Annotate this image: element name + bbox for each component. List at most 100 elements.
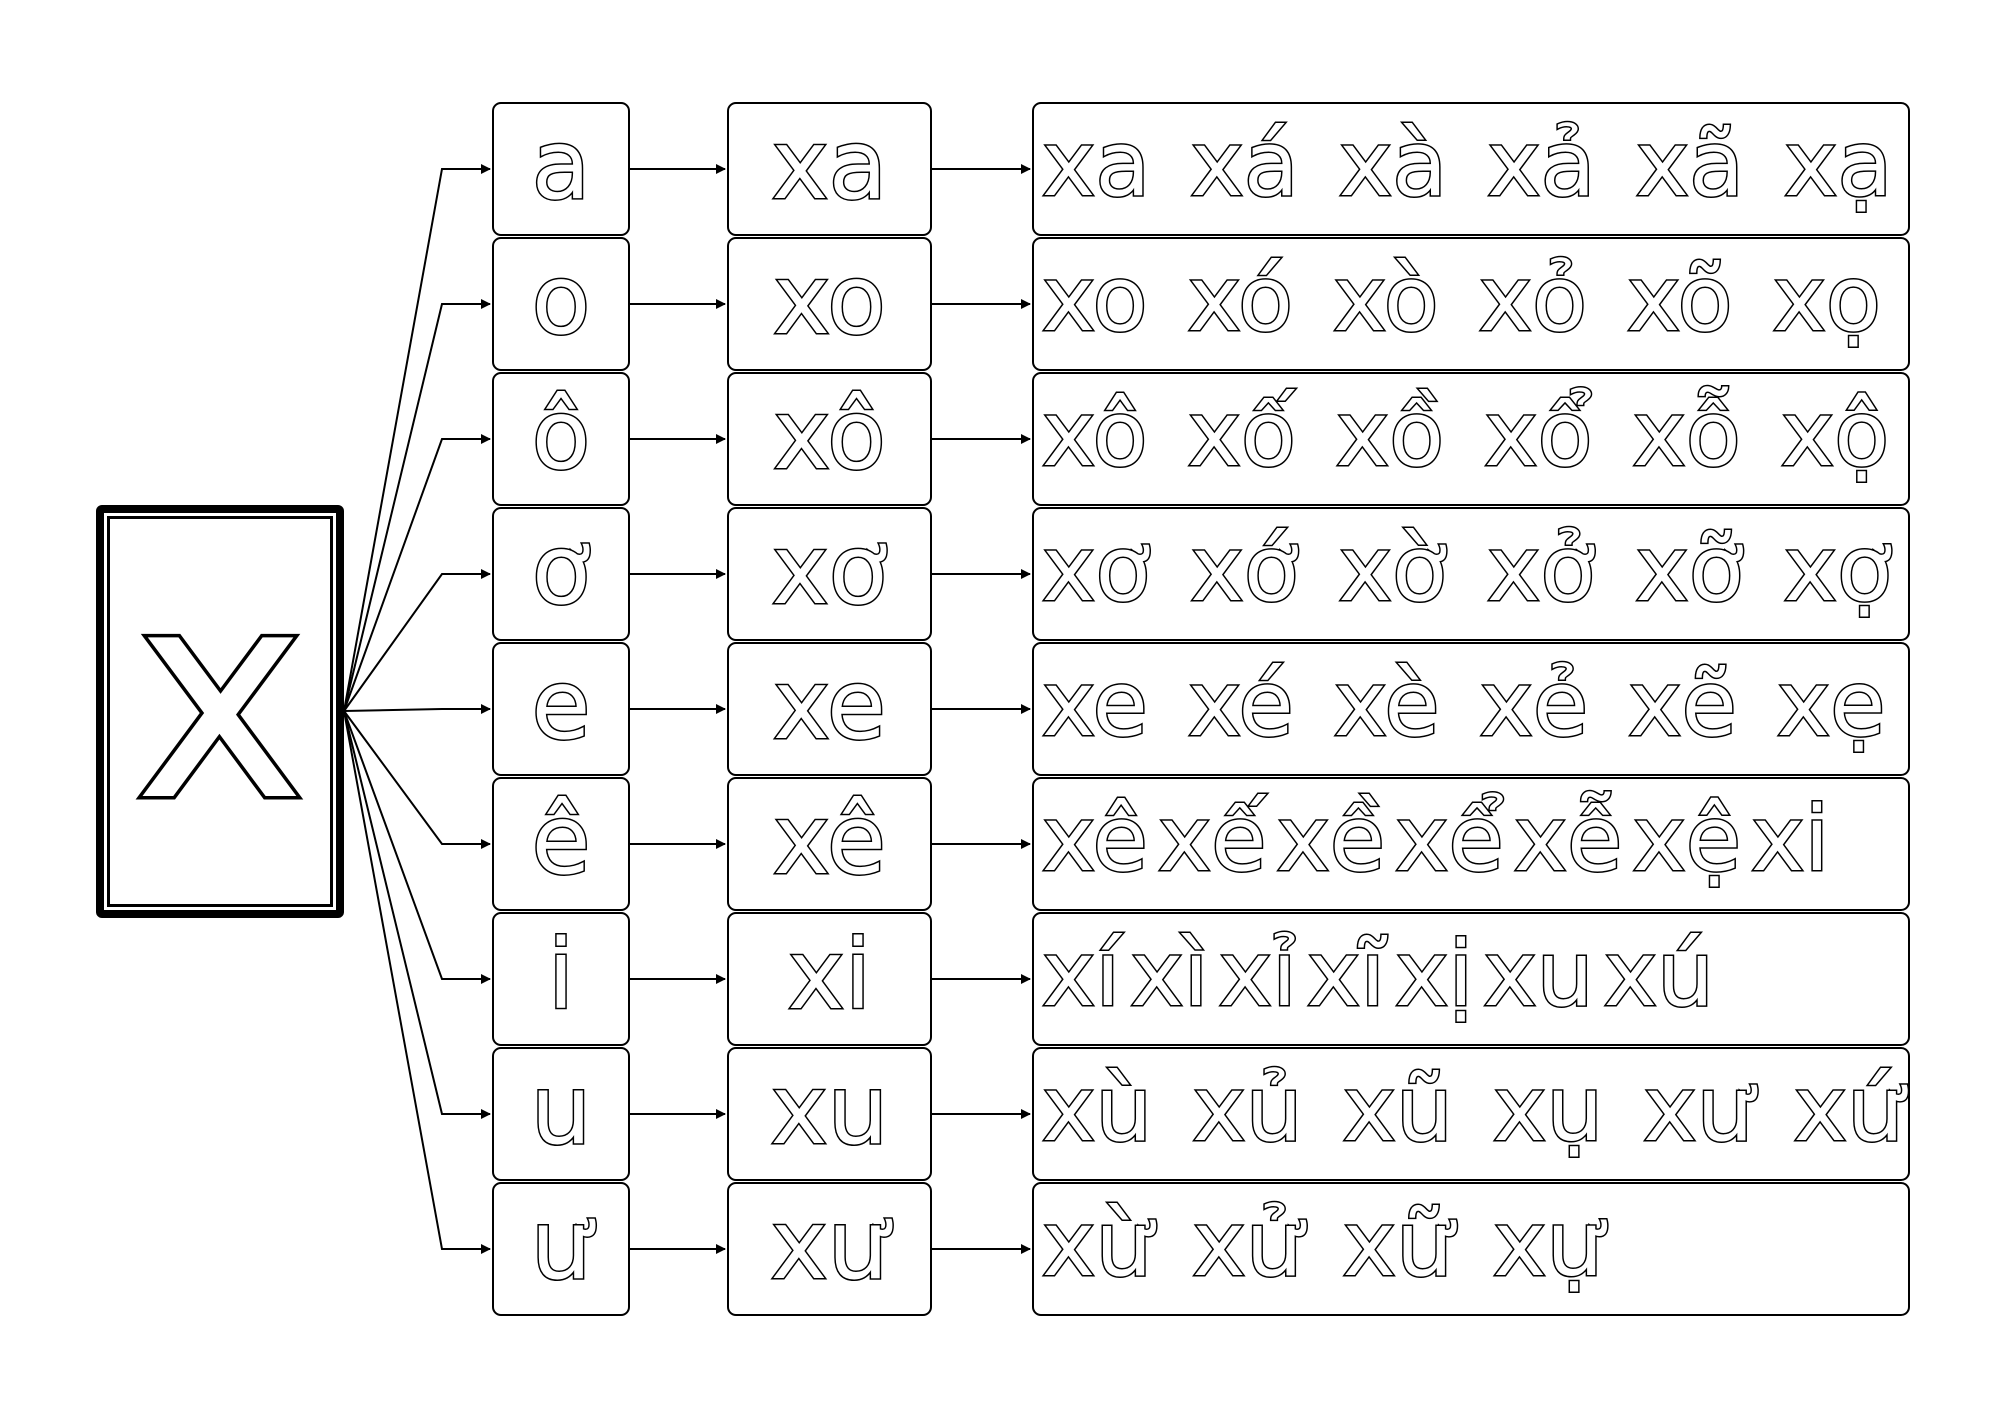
syllable-box: xư bbox=[727, 1182, 932, 1316]
tone-word: xư bbox=[1642, 1057, 1755, 1162]
tone-word: xế bbox=[1156, 787, 1268, 892]
syllable-label: xo bbox=[772, 244, 888, 356]
tone-word: xồ bbox=[1334, 382, 1445, 487]
tone-word: xố bbox=[1186, 382, 1297, 487]
tone-word: xữ bbox=[1341, 1192, 1454, 1297]
tone-word: xẹ bbox=[1775, 652, 1887, 757]
syllable-label: xê bbox=[772, 784, 888, 896]
tone-word: xớ bbox=[1189, 517, 1300, 622]
vowel-label: ô bbox=[530, 379, 592, 491]
syllable-box: xô bbox=[727, 372, 932, 506]
syllable-box: xo bbox=[727, 237, 932, 371]
syllable-box: xu bbox=[727, 1047, 932, 1181]
tone-word: xừ bbox=[1040, 1192, 1153, 1297]
syllable-label: xe bbox=[772, 649, 888, 761]
vowel-box: u bbox=[492, 1047, 630, 1181]
vowel-label: u bbox=[529, 1054, 593, 1166]
fan-arrow bbox=[343, 164, 491, 712]
vowel-box: ê bbox=[492, 777, 630, 911]
syllable-box: xê bbox=[727, 777, 932, 911]
vowel-label: i bbox=[546, 919, 576, 1031]
tone-word: xẽ bbox=[1627, 652, 1739, 757]
tone-word: xộ bbox=[1779, 382, 1890, 487]
tone-word: xợ bbox=[1782, 517, 1893, 622]
vowel-box: ô bbox=[492, 372, 630, 506]
vowel-box: a bbox=[492, 102, 630, 236]
tone-word: xe bbox=[1041, 652, 1150, 757]
vowel-box: ơ bbox=[492, 507, 630, 641]
vowel-box: o bbox=[492, 237, 630, 371]
tone-word: xí bbox=[1040, 922, 1121, 1027]
tone-word: xổ bbox=[1483, 382, 1594, 487]
tone-word: xệ bbox=[1631, 787, 1743, 892]
vowel-box: i bbox=[492, 912, 630, 1046]
tone-word: xỗ bbox=[1631, 382, 1742, 487]
tone-word: xô bbox=[1041, 382, 1150, 487]
tone-word: xĩ bbox=[1305, 922, 1386, 1027]
tone-word: xụ bbox=[1491, 1057, 1604, 1162]
fan-arrow bbox=[343, 704, 491, 714]
tone-word: xỉ bbox=[1217, 922, 1298, 1027]
tone-word: xễ bbox=[1512, 787, 1624, 892]
tone-word: xở bbox=[1485, 517, 1596, 622]
tone-word: xứ bbox=[1792, 1057, 1905, 1162]
syllable-label: xơ bbox=[770, 514, 889, 626]
tone-word: xã bbox=[1634, 112, 1745, 217]
syllable-box: xa bbox=[727, 102, 932, 236]
tone-word: xè bbox=[1332, 652, 1441, 757]
tone-word: xỏ bbox=[1477, 247, 1588, 352]
tone-word: xé bbox=[1186, 652, 1295, 757]
tone-word: xó bbox=[1186, 247, 1295, 352]
syllable-label: xu bbox=[769, 1054, 890, 1166]
vowel-box: ư bbox=[492, 1182, 630, 1316]
tone-word: xu bbox=[1482, 922, 1595, 1027]
syllable-label: xư bbox=[769, 1189, 890, 1301]
syllable-box: xi bbox=[727, 912, 932, 1046]
tone-word: xa bbox=[1040, 112, 1151, 217]
tone-word: xi bbox=[1750, 787, 1831, 892]
tone-word: xũ bbox=[1341, 1057, 1454, 1162]
tone-word: xỡ bbox=[1634, 517, 1745, 622]
tone-word: xo bbox=[1041, 247, 1150, 352]
fan-arrow bbox=[343, 710, 491, 1254]
tone-word: xõ bbox=[1626, 247, 1735, 352]
fan-arrow bbox=[343, 434, 491, 712]
tone-word: xò bbox=[1332, 247, 1441, 352]
syllable-label: xô bbox=[772, 379, 888, 491]
tone-word: xù bbox=[1040, 1057, 1153, 1162]
syllable-box: xe bbox=[727, 642, 932, 776]
fan-arrow bbox=[343, 569, 491, 712]
tone-word: xọ bbox=[1771, 247, 1882, 352]
syllable-label: xa bbox=[770, 109, 889, 221]
fan-arrow bbox=[343, 299, 491, 712]
tone-word: xờ bbox=[1337, 517, 1448, 622]
fan-arrow bbox=[343, 710, 491, 1119]
tone-word: xủ bbox=[1191, 1057, 1304, 1162]
consonant-box: x bbox=[96, 505, 344, 918]
tone-word: xì bbox=[1129, 922, 1210, 1027]
tone-word: xự bbox=[1491, 1192, 1604, 1297]
tone-word: xề bbox=[1275, 787, 1387, 892]
tone-word: xử bbox=[1191, 1192, 1304, 1297]
vowel-label: ơ bbox=[530, 514, 592, 626]
vowel-label: e bbox=[530, 649, 592, 761]
syllable-box: xơ bbox=[727, 507, 932, 641]
vowel-label: a bbox=[530, 109, 592, 221]
fan-arrow bbox=[343, 710, 491, 984]
vowel-label: ư bbox=[529, 1189, 593, 1301]
vowel-box: e bbox=[492, 642, 630, 776]
tone-word: xơ bbox=[1040, 517, 1151, 622]
tone-word: xả bbox=[1486, 112, 1597, 217]
vowel-label: o bbox=[530, 244, 592, 356]
